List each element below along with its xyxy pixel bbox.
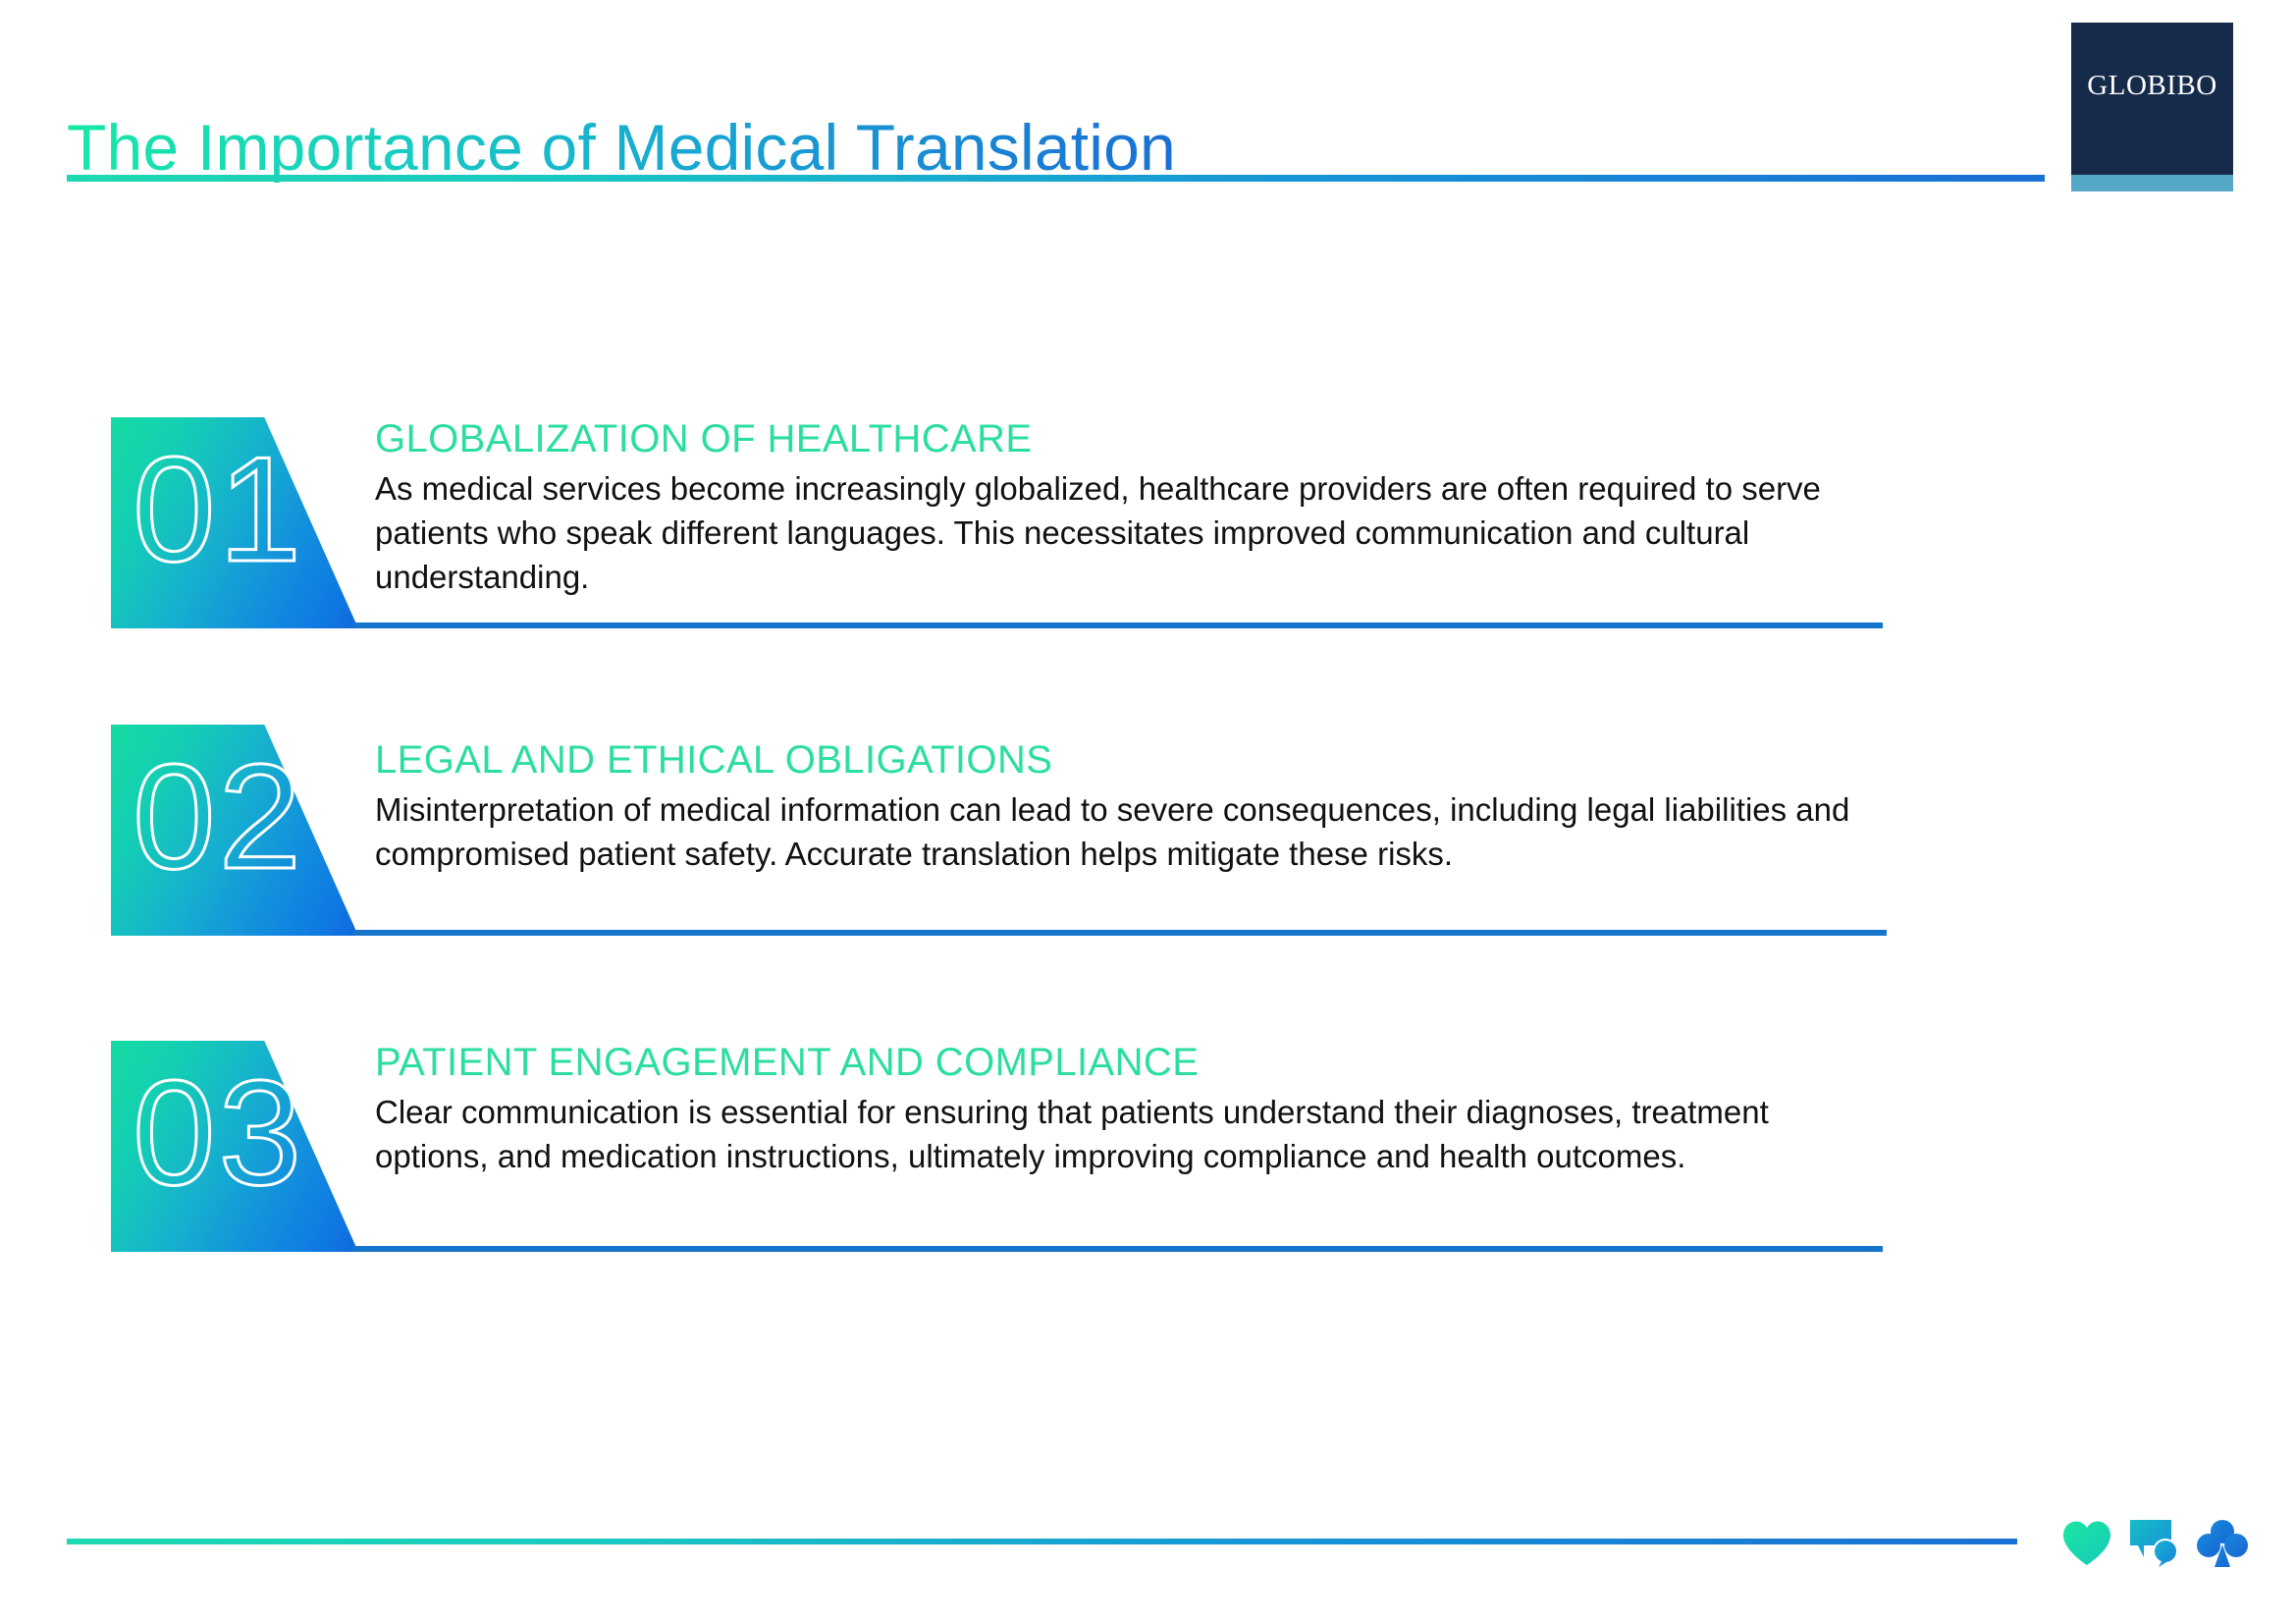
logo-accent-bar	[2071, 175, 2233, 191]
heart-icon	[2063, 1521, 2110, 1565]
block-text-02: Misinterpretation of medical information…	[375, 790, 1850, 872]
block-text-01: As medical services become increasingly …	[375, 469, 1821, 595]
block-divider-01	[353, 622, 1883, 628]
block-text-03: Clear communication is essential for ens…	[375, 1093, 1769, 1174]
number-badge-03: 03	[111, 1041, 358, 1252]
block-heading-01: GLOBALIZATION OF HEALTHCARE	[375, 417, 1033, 460]
block-divider-02	[353, 930, 1887, 936]
page-title: The Importance of Medical Translation	[67, 111, 1176, 185]
footer-icon-group	[2061, 1512, 2248, 1575]
logo-background	[2071, 23, 2233, 175]
block-heading-02: LEGAL AND ETHICAL OBLIGATIONS	[375, 738, 1053, 782]
header-divider	[67, 175, 2045, 182]
content-block-body-02: LEGAL AND ETHICAL OBLIGATIONS Misinterpr…	[375, 738, 1901, 877]
number-label-03: 03	[131, 1050, 305, 1217]
block-heading-03: PATIENT ENGAGEMENT AND COMPLIANCE	[375, 1041, 1200, 1084]
number-badge-02: 02	[111, 725, 358, 936]
number-label-01: 01	[131, 426, 305, 593]
block-divider-03	[353, 1246, 1883, 1252]
logo-wordmark: GLOBIBO	[2087, 70, 2217, 101]
club-icon	[2197, 1520, 2248, 1567]
chat-bubble-search-icon	[2130, 1520, 2178, 1567]
content-block-body-01: GLOBALIZATION OF HEALTHCARE As medical s…	[375, 417, 1892, 599]
number-badge-01: 01	[111, 417, 358, 628]
globibo-logo: GLOBIBO	[2071, 23, 2233, 191]
number-label-02: 02	[131, 733, 305, 900]
content-block-body-03: PATIENT ENGAGEMENT AND COMPLIANCE Clear …	[375, 1041, 1877, 1179]
footer-divider	[67, 1539, 2017, 1544]
